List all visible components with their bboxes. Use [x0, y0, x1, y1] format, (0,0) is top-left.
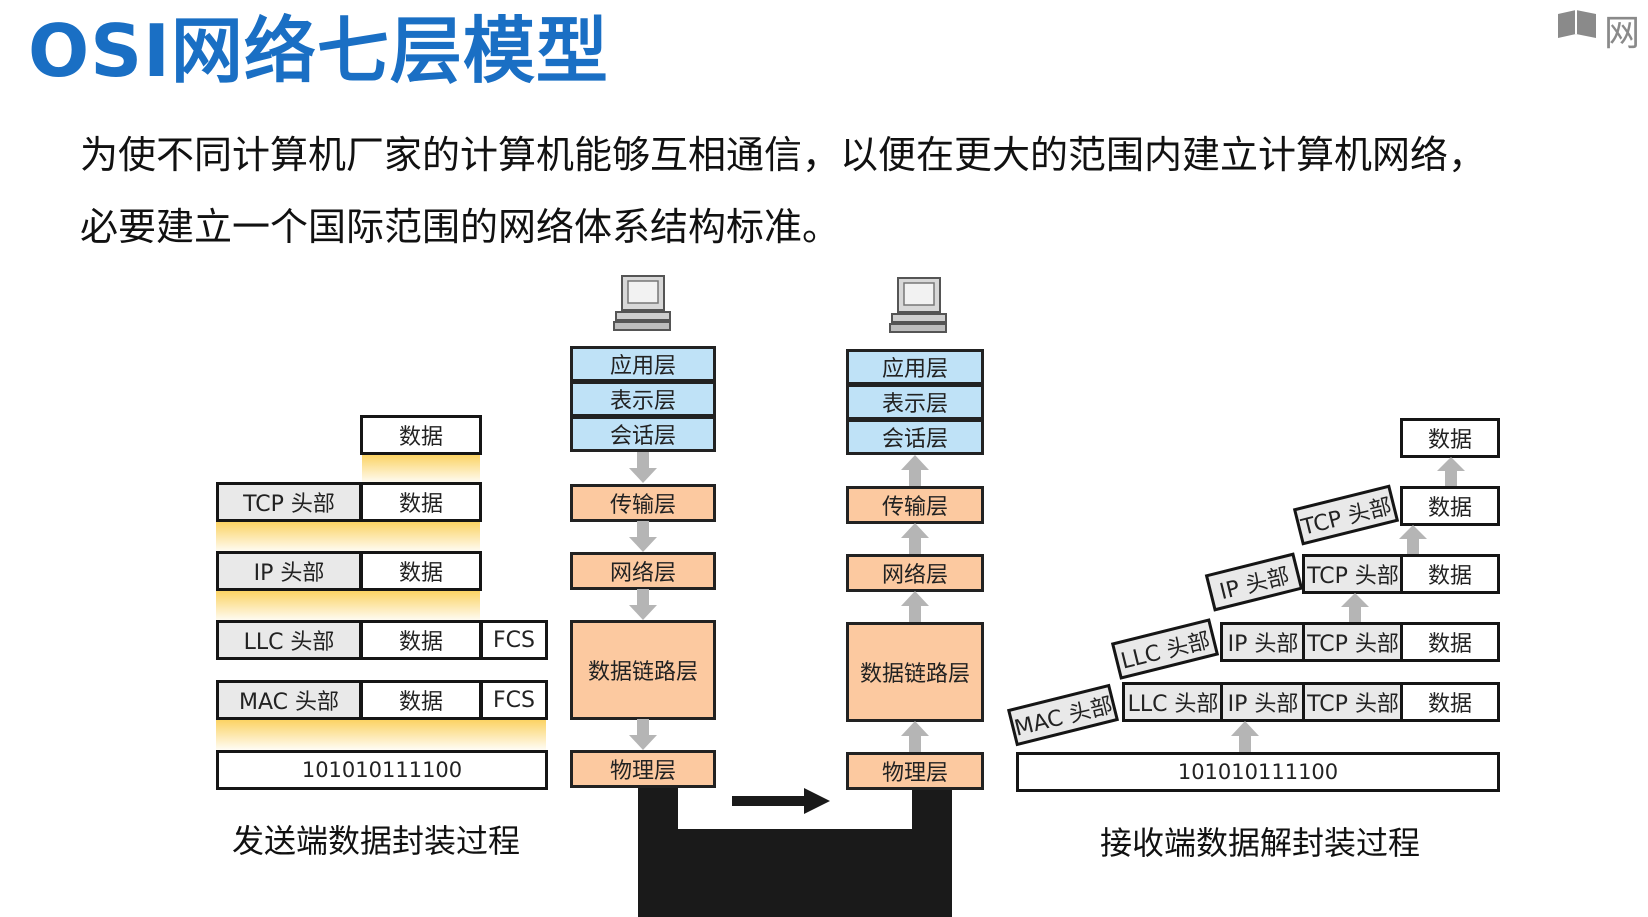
sender-layer-datalink: 数据链路层 — [570, 620, 716, 720]
receiver-llc-level-ip-header: IP 头部 — [1220, 622, 1306, 662]
down-arrow-icon — [629, 521, 657, 552]
down-arrow-icon — [629, 452, 657, 483]
receiver-computer-icon — [889, 277, 947, 333]
receiver-mac-level-llc-header: LLC 头部 — [1122, 682, 1224, 722]
sender-ip-data: 数据 — [360, 551, 482, 591]
receiver-layer-transport: 传输层 — [846, 486, 984, 524]
sender-mac-fcs: FCS — [480, 680, 548, 720]
down-arrow-icon — [629, 589, 657, 620]
sender-layer-session: 会话层 — [570, 416, 716, 452]
encap-gradient-3 — [216, 589, 480, 623]
transmit-arrow-icon — [732, 788, 830, 814]
encap-gradient-4 — [216, 718, 546, 752]
sender-caption: 发送端数据封装过程 — [232, 822, 521, 860]
sender-computer-icon — [613, 275, 671, 331]
down-arrow-icon — [629, 719, 657, 750]
sender-layer-application: 应用层 — [570, 346, 716, 382]
receiver-layer-network: 网络层 — [846, 554, 984, 592]
sender-bits: 101010111100 — [216, 750, 548, 790]
up-arrow-icon — [1231, 721, 1259, 752]
up-arrow-icon — [901, 523, 929, 554]
encap-gradient-2 — [216, 520, 480, 554]
logo-text: 网 — [1604, 13, 1641, 54]
receiver-llc-level-data: 数据 — [1400, 622, 1500, 662]
receiver-stripped-ip-header: IP 头部 — [1204, 552, 1304, 612]
sender-layer-physical: 物理层 — [570, 750, 716, 788]
up-arrow-icon — [1437, 457, 1465, 486]
up-arrow-icon — [901, 721, 929, 752]
receiver-stripped-mac-header: MAC 头部 — [1006, 683, 1120, 747]
up-arrow-icon — [901, 591, 929, 622]
receiver-data-box: 数据 — [1400, 418, 1500, 458]
description-line-2: 必要建立一个国际范围的网络体系结构标准。 — [80, 205, 841, 249]
sender-llc-fcs: FCS — [480, 620, 548, 660]
up-arrow-icon — [901, 455, 929, 486]
receiver-ip-level-tcp-header: TCP 头部 — [1302, 554, 1404, 594]
up-arrow-icon — [1341, 593, 1369, 622]
sender-layer-presentation: 表示层 — [570, 381, 716, 417]
receiver-layer-session: 会话层 — [846, 419, 984, 455]
sender-layer-transport: 传输层 — [570, 484, 716, 522]
network-cable — [638, 785, 952, 917]
receiver-mac-level-tcp-header: TCP 头部 — [1302, 682, 1404, 722]
receiver-llc-level-tcp-header: TCP 头部 — [1302, 622, 1404, 662]
receiver-layer-physical: 物理层 — [846, 752, 984, 790]
sender-tcp-data: 数据 — [360, 482, 482, 522]
receiver-tcp-level-data: 数据 — [1400, 486, 1500, 526]
sender-ip-header: IP 头部 — [216, 551, 362, 591]
page-title: OSI网络七层模型 — [28, 9, 609, 93]
book-logo-icon — [1558, 10, 1596, 38]
up-arrow-icon — [1399, 525, 1427, 554]
receiver-mac-level-ip-header: IP 头部 — [1220, 682, 1306, 722]
receiver-stripped-llc-header: LLC 头部 — [1110, 618, 1220, 680]
receiver-mac-level-data: 数据 — [1400, 682, 1500, 722]
receiver-caption: 接收端数据解封装过程 — [1100, 824, 1421, 862]
sender-llc-data: 数据 — [360, 620, 482, 660]
receiver-layer-application: 应用层 — [846, 349, 984, 385]
sender-mac-data: 数据 — [360, 680, 482, 720]
encap-gradient-1 — [362, 453, 480, 485]
receiver-stripped-tcp-header: TCP 头部 — [1292, 484, 1400, 546]
receiver-ip-level-data: 数据 — [1400, 554, 1500, 594]
receiver-layer-datalink: 数据链路层 — [846, 622, 984, 722]
sender-mac-header: MAC 头部 — [216, 680, 362, 720]
sender-tcp-header: TCP 头部 — [216, 482, 362, 522]
description-line-1: 为使不同计算机厂家的计算机能够互相通信，以便在更大的范围内建立计算机网络， — [80, 133, 1487, 177]
sender-layer-network: 网络层 — [570, 552, 716, 590]
sender-llc-header: LLC 头部 — [216, 620, 362, 660]
receiver-bits: 101010111100 — [1016, 752, 1500, 792]
sender-data-box: 数据 — [360, 415, 482, 455]
receiver-layer-presentation: 表示层 — [846, 384, 984, 420]
